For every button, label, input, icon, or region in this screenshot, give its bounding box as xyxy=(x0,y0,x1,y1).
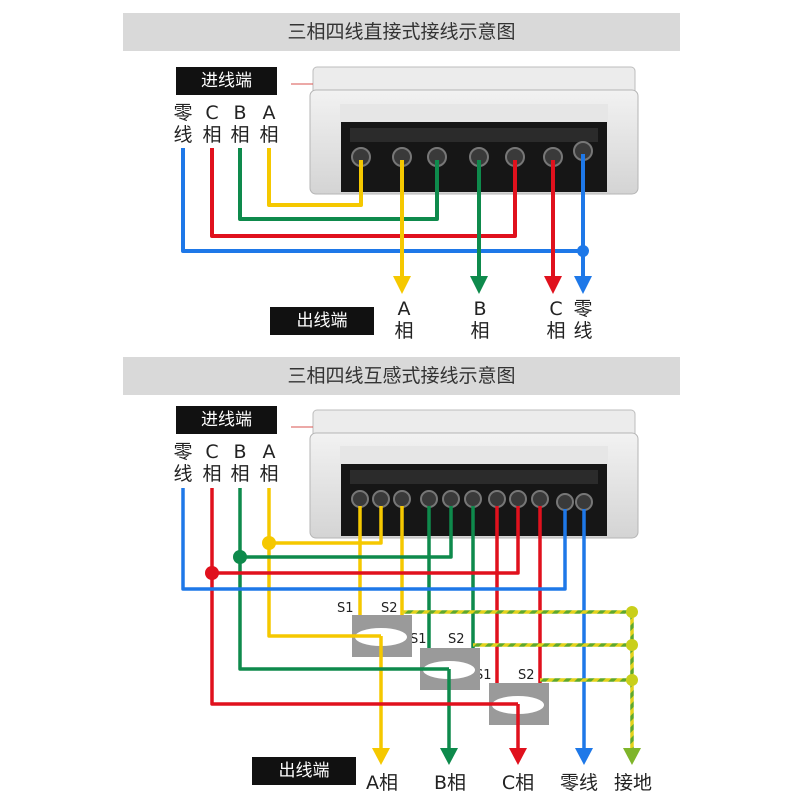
ct-out-label-ground: 接地 xyxy=(613,772,652,794)
ct-arrow-b xyxy=(440,748,458,765)
ct-wire-c-to-ct xyxy=(210,573,518,706)
ct-meter-box xyxy=(291,409,639,539)
ct2-s1-label: S1 xyxy=(410,632,427,647)
ct-terminals xyxy=(351,490,593,511)
ct-wire-b-in xyxy=(238,488,453,559)
direct-diagram-title: 三相四线直接式接线示意图 xyxy=(123,13,680,51)
direct-wire-a-in xyxy=(267,148,363,207)
ct-arrow-ground xyxy=(623,748,641,765)
direct-wire-neutral-in xyxy=(181,148,583,253)
ground-junction-3 xyxy=(626,674,638,686)
ct-wire-b-to-ct xyxy=(238,557,449,671)
ct-ground-bus xyxy=(402,610,634,748)
ground-junction-1 xyxy=(626,606,638,618)
direct-arrow-neutral xyxy=(574,276,592,294)
direct-out-label-neutral: 零线 xyxy=(573,298,593,342)
ct-arrow-c xyxy=(509,748,527,765)
direct-arrow-b xyxy=(470,276,488,294)
ct-out-label-neutral: 零线 xyxy=(559,772,598,794)
ct-arrow-a xyxy=(372,748,390,765)
ct-inlet-tag: 进线端 xyxy=(176,406,277,434)
direct-in-label-neutral: 零线 xyxy=(173,102,193,146)
ct2-s2-label: S2 xyxy=(448,632,465,647)
ct-out-label-a: A相 xyxy=(366,772,398,794)
ct-diagram-title: 三相四线互感式接线示意图 xyxy=(123,357,680,395)
ct3-s2-label: S2 xyxy=(518,668,535,683)
ct-out-label-c: C相 xyxy=(501,772,535,794)
direct-terminals xyxy=(351,141,593,167)
ground-junction-2 xyxy=(626,639,638,651)
ct-arrow-neutral xyxy=(575,748,593,765)
direct-arrow-a xyxy=(393,276,411,294)
direct-arrow-c xyxy=(544,276,562,294)
ct-wire-a-in xyxy=(267,488,383,545)
direct-inlet-tag: 进线端 xyxy=(176,67,277,95)
ct-in-label-neutral: 零线 xyxy=(173,441,193,485)
ct-outlet-tag: 出线端 xyxy=(252,757,356,785)
ct-junction-c xyxy=(205,566,219,580)
ct1-s1-label: S1 xyxy=(337,601,354,616)
direct-meter-box xyxy=(291,66,639,195)
ct-out-label-b: B相 xyxy=(433,772,467,794)
ct-junction-b xyxy=(233,550,247,564)
ct-junction-a xyxy=(262,536,276,550)
ct-wire-c-in xyxy=(210,488,520,575)
direct-wire-b-in xyxy=(238,148,439,221)
ct1-s2-label: S2 xyxy=(381,601,398,616)
direct-outlet-tag: 出线端 xyxy=(270,307,374,335)
ct-wire-neutral-in xyxy=(181,488,567,591)
direct-wire-c-in xyxy=(210,148,517,238)
direct-neutral-junction xyxy=(577,245,589,257)
